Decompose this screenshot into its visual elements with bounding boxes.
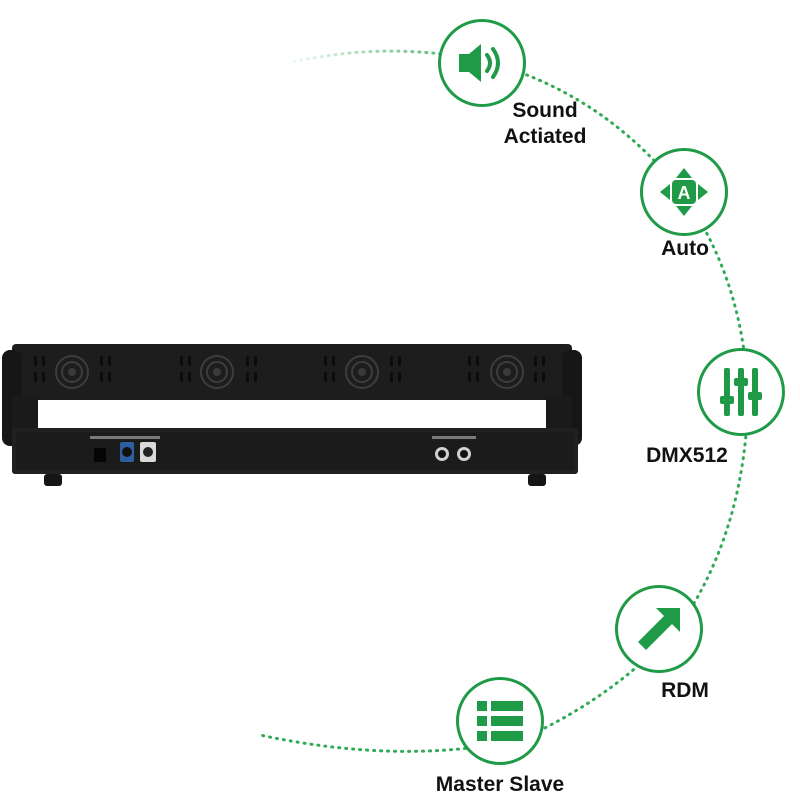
auto-badge: A	[640, 148, 728, 236]
auto-label: Auto	[661, 237, 709, 260]
sound-badge	[438, 19, 526, 107]
sound-label-line2: Actiated	[503, 125, 587, 148]
arrow-up-right-icon	[638, 608, 680, 650]
master-label: Master Slave	[435, 773, 565, 796]
sound-label: Sound Actiated	[490, 98, 600, 150]
dmx-label: DMX512	[646, 444, 728, 467]
rdm-label: RDM	[661, 679, 709, 702]
dmx-badge	[697, 348, 785, 436]
master-badge	[456, 677, 544, 765]
speaker-icon	[459, 44, 500, 82]
auto-icon-letter: A	[678, 183, 691, 203]
led-bar-fixture-image	[2, 344, 582, 486]
auto-arrows-icon: A	[660, 168, 708, 216]
list-icon	[477, 701, 523, 741]
sliders-icon	[720, 368, 762, 416]
sound-label-line1: Sound	[512, 99, 578, 122]
rdm-badge	[615, 585, 703, 673]
